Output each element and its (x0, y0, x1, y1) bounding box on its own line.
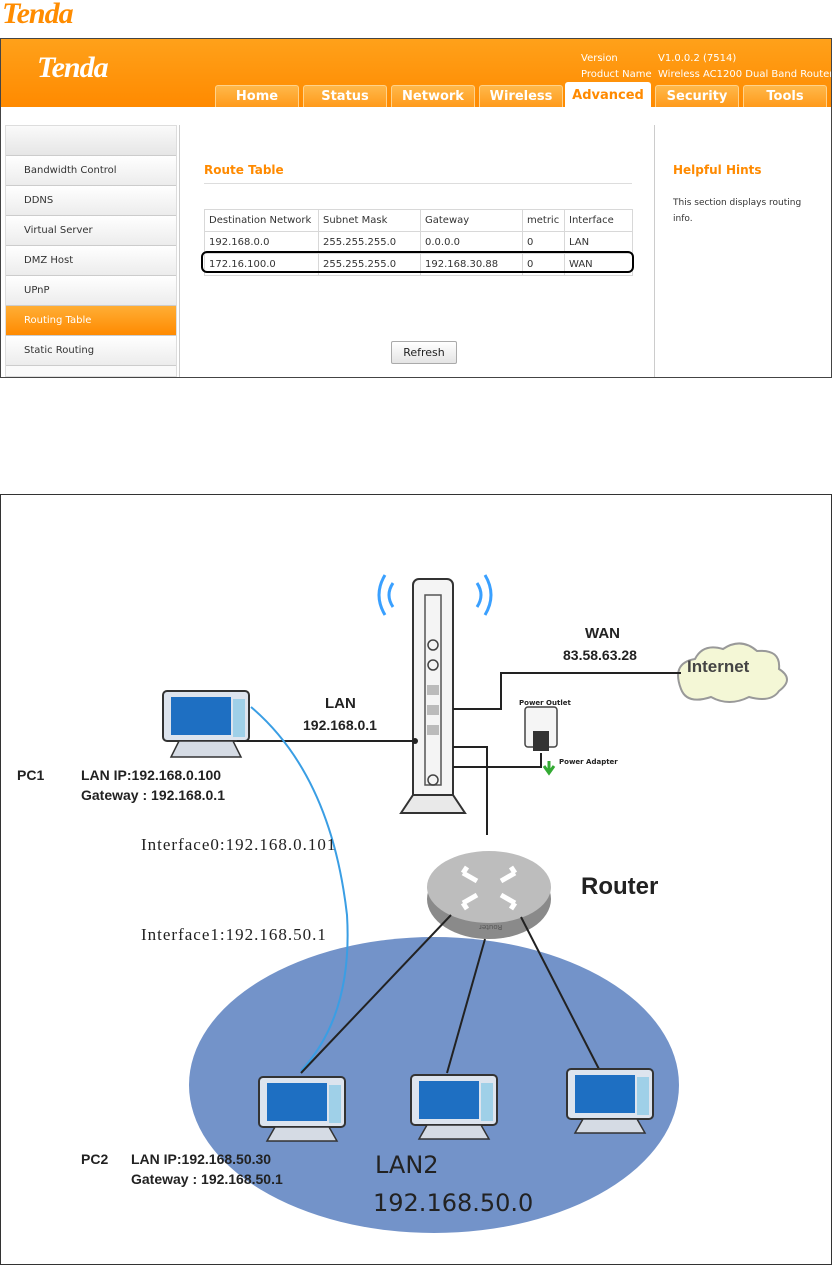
table-header-row: Destination Network Subnet Mask Gateway … (204, 209, 633, 232)
helpful-hints-panel: Helpful Hints This section displays rout… (657, 125, 829, 377)
tab-security[interactable]: Security (655, 85, 739, 107)
sidebar-item-ddns[interactable]: DDNS (6, 186, 176, 216)
lan2-label: LAN2 (375, 1151, 439, 1179)
table-cell: WAN (564, 253, 633, 276)
pc1-computer-icon (162, 690, 250, 758)
power-outlet-icon (524, 706, 558, 776)
column-header: Interface (564, 209, 633, 232)
interface0-label: Interface0:192.168.0.101 (141, 835, 337, 854)
pc1-pc2-cable (250, 706, 349, 1072)
column-header: Gateway (420, 209, 523, 232)
hints-text: This section displays routing info. (673, 198, 802, 224)
lan2-network: 192.168.50.0 (373, 1189, 534, 1217)
lan-label: LAN (325, 695, 356, 712)
network-diagram: WAN 83.58.63.28 Internet LAN 192.168.0.1… (0, 494, 832, 1265)
tab-network[interactable]: Network (391, 85, 475, 107)
hints-title: Helpful Hints (673, 163, 762, 177)
product-label: Product Name (581, 69, 652, 80)
interface1-label: Interface1:192.168.50.1 (141, 925, 327, 944)
column-header: Destination Network (204, 209, 319, 232)
power-adapter-label: Power Adapter (559, 758, 618, 766)
pc1-gateway: Gateway : 192.168.0.1 (81, 787, 225, 803)
route-table: Destination Network Subnet Mask Gateway … (204, 209, 633, 276)
sidebar-item-virtual-server[interactable]: Virtual Server (6, 216, 176, 246)
pc2-ip: LAN IP:192.168.50.30 (131, 1151, 272, 1167)
tab-wireless[interactable]: Wireless (479, 85, 563, 107)
main-content: Route Table Destination Network Subnet M… (179, 125, 655, 377)
version-value: V1.0.0.2 (7514) (658, 53, 737, 64)
pc1-ip: LAN IP:192.168.0.100 (81, 767, 222, 783)
column-header: metric (522, 209, 565, 232)
router-device-text: Router (479, 923, 503, 931)
lan-ip: 192.168.0.1 (303, 717, 377, 733)
sidebar-top (6, 126, 176, 156)
sidebar-item-static-routing[interactable]: Static Routing (6, 336, 176, 366)
version-label: Version (581, 53, 618, 64)
sidebar-item-bandwidth-control[interactable]: Bandwidth Control (6, 156, 176, 186)
wan-label: WAN (585, 625, 620, 642)
table-row: 172.16.100.0 255.255.255.0 192.168.30.88… (204, 253, 633, 276)
internet-label: Internet (687, 657, 750, 676)
product-value: Wireless AC1200 Dual Band Router (658, 69, 832, 80)
highlight-box (201, 251, 634, 273)
lan2-computer-icon (566, 1068, 654, 1134)
power-cable (453, 753, 542, 768)
sidebar-item-upnp[interactable]: UPnP (6, 276, 176, 306)
pc1-label: PC1 (17, 767, 45, 783)
header-bar: Tenda Version V1.0.0.2 (7514) Product Na… (1, 39, 831, 107)
wifi-signal-icon (377, 574, 493, 616)
pc2-computer-icon (258, 1076, 346, 1142)
pc2-label: PC2 (81, 1151, 109, 1167)
lan-port-dot (412, 738, 418, 744)
tab-status[interactable]: Status (303, 85, 387, 107)
sidebar-item-routing-table[interactable]: Routing Table (6, 306, 176, 336)
tab-advanced[interactable]: Advanced (565, 82, 651, 107)
header-logo: Tenda (37, 51, 109, 84)
diagram-graphics (162, 574, 788, 1233)
refresh-button[interactable]: Refresh (391, 341, 457, 364)
tab-home[interactable]: Home (215, 85, 299, 107)
wireless-router-icon (399, 578, 467, 814)
tenda-logo: Tenda (2, 0, 74, 30)
pc2-gateway: Gateway : 192.168.50.1 (131, 1171, 283, 1187)
lan2-computer-icon (410, 1074, 498, 1140)
title-divider (204, 183, 632, 184)
power-outlet-label: Power Outlet (519, 699, 571, 707)
wan-ip: 83.58.63.28 (563, 647, 637, 663)
sidebar: Bandwidth Control DDNS Virtual Server DM… (5, 125, 177, 377)
page-title: Route Table (204, 163, 284, 177)
router-device-icon (427, 851, 551, 939)
column-header: Subnet Mask (318, 209, 421, 232)
wan-cable (453, 672, 681, 710)
router-label: Router (581, 873, 659, 900)
router-admin-screenshot: Tenda Version V1.0.0.2 (7514) Product Na… (0, 38, 832, 378)
tab-tools[interactable]: Tools (743, 85, 827, 107)
lan2-cables (300, 914, 602, 1074)
table-row: 192.168.0.0 255.255.255.0 0.0.0.0 0 LAN (204, 231, 633, 254)
router-link-cable (453, 746, 488, 835)
sidebar-item-dmz-host[interactable]: DMZ Host (6, 246, 176, 276)
version-row: Version V1.0.0.2 (7514) (581, 53, 736, 64)
product-row: Product Name Wireless AC1200 Dual Band R… (581, 69, 831, 80)
internet-cloud-icon (677, 642, 788, 703)
